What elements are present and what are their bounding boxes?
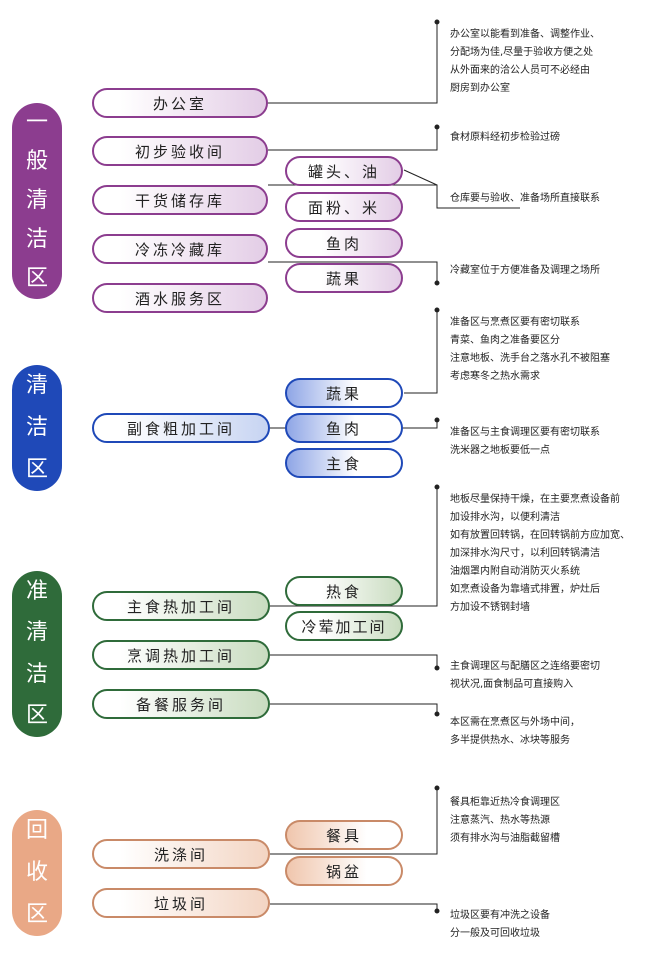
sub-vegetables: 蔬果 bbox=[285, 263, 403, 293]
sub-fish-meat: 鱼肉 bbox=[285, 228, 403, 258]
sub-vegetables-2: 蔬果 bbox=[285, 378, 403, 408]
sub-cans-oil: 罐头、油 bbox=[285, 156, 403, 186]
room-cooking: 烹调热加工间 bbox=[92, 640, 270, 670]
note-hot: 地板尽量保持干燥，在主要烹煮设备前 加设排水沟，以便利清洁 如有放置回转锅，在回… bbox=[450, 494, 630, 613]
note-cooking: 主食调理区与配膳区之连络要密切 视状况,面食制品可直接购入 bbox=[450, 661, 600, 690]
room-prep-service: 备餐服务间 bbox=[92, 689, 270, 719]
zone-clean: 清 洁 区 bbox=[12, 365, 62, 491]
sub-pots: 锅盆 bbox=[285, 856, 403, 886]
room-bar: 酒水服务区 bbox=[92, 283, 268, 313]
sub-staple: 主食 bbox=[285, 448, 403, 478]
zone-semi-clean: 准 清 洁 区 bbox=[12, 571, 62, 737]
room-dry-storage: 干货储存库 bbox=[92, 185, 268, 215]
sub-hot-food: 热食 bbox=[285, 576, 403, 606]
sub-tableware: 餐具 bbox=[285, 820, 403, 850]
note-receiving: 食材原料经初步检验过磅 bbox=[450, 132, 560, 143]
sub-fish-meat-2: 鱼肉 bbox=[285, 413, 403, 443]
sub-cold-dish: 冷荤加工间 bbox=[285, 611, 403, 641]
zone-general-clean: 一 般 清 洁 区 bbox=[12, 103, 62, 299]
room-receiving: 初步验收间 bbox=[92, 136, 268, 166]
room-cold-storage: 冷冻冷藏库 bbox=[92, 234, 268, 264]
room-washing: 洗涤间 bbox=[92, 839, 270, 869]
room-garbage: 垃圾间 bbox=[92, 888, 270, 918]
note-storage: 仓库要与验收、准备场所直接联系 bbox=[450, 193, 600, 204]
note-prep1: 准备区与烹煮区要有密切联系 青菜、鱼肉之准备要区分 注意地板、洗手台之落水孔不被… bbox=[450, 317, 610, 382]
note-cold: 冷藏室位于方便准备及调理之场所 bbox=[450, 265, 600, 276]
note-prep2: 准备区与主食调理区要有密切联系 洗米器之地板要低一点 bbox=[450, 427, 600, 456]
room-office: 办公室 bbox=[92, 88, 268, 118]
sub-flour-rice: 面粉、米 bbox=[285, 192, 403, 222]
note-service: 本区需在烹煮区与外场中间， 多半提供热水、冰块等服务 bbox=[450, 717, 580, 746]
note-office: 办公室以能看到准备、调整作业、 分配场为佳,尽量于验收方便之处 从外面来的洽公人… bbox=[450, 29, 600, 94]
room-rough-processing: 副食粗加工间 bbox=[92, 413, 270, 443]
note-garbage: 垃圾区要有冲洗之设备 分一般及可回收垃圾 bbox=[450, 910, 550, 939]
zone-recycle: 回 收 区 bbox=[12, 810, 62, 936]
note-washing: 餐具柜靠近热冷食调理区 注意蒸汽、热水等热源 须有排水沟与油脂截留槽 bbox=[450, 797, 560, 844]
room-staple-hot: 主食热加工间 bbox=[92, 591, 270, 621]
